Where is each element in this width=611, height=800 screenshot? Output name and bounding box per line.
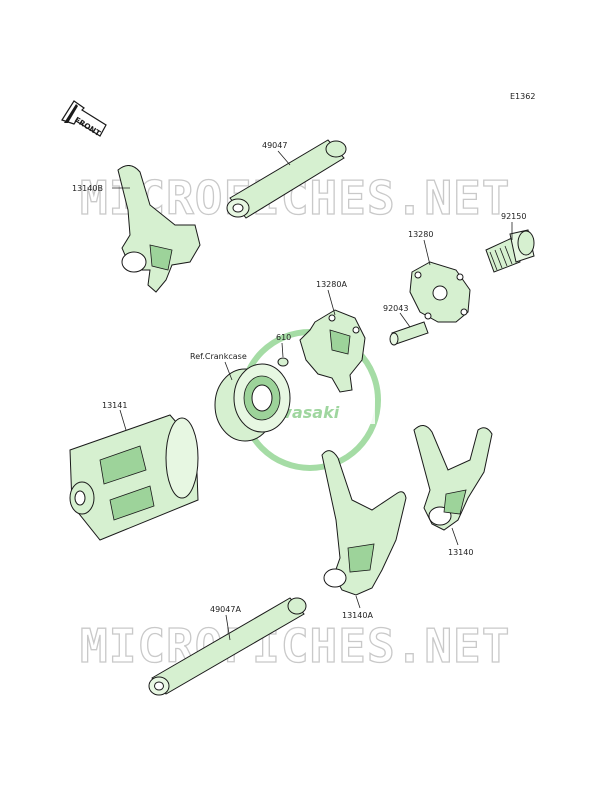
label-610: 610 [276, 333, 291, 342]
label-49047A: 49047A [210, 605, 241, 614]
label-13280A: 13280A [316, 280, 347, 289]
gear-13280A [299, 309, 366, 393]
shaft-49047 [226, 139, 347, 219]
label-13140B: 13140B [72, 184, 103, 193]
watermark-bottom: MICROFICHES.NET [80, 619, 510, 673]
plate-13280 [409, 261, 471, 323]
diagram-code: E1362 [510, 92, 535, 101]
pin-92043 [389, 321, 429, 346]
label-13140: 13140 [448, 548, 473, 557]
label-92150: 92150 [501, 212, 526, 221]
shift-fork-13140A [321, 450, 407, 596]
shift-fork-13140B [117, 165, 201, 293]
front-arrow-icon: FRONT [61, 100, 107, 138]
label-92043: 92043 [383, 304, 408, 313]
shaft-49047A [148, 597, 307, 696]
pin-610 [277, 357, 289, 367]
label-ref-crankcase: Ref.Crankcase [190, 352, 247, 361]
label-13140A: 13140A [342, 611, 373, 620]
label-49047: 49047 [262, 141, 287, 150]
label-13141: 13141 [102, 401, 127, 410]
bearing-ref-crankcase [214, 363, 291, 442]
label-13280: 13280 [408, 230, 433, 239]
shift-drum-13141 [69, 414, 199, 541]
bolt-92150 [485, 229, 535, 273]
shift-fork-13140 [413, 425, 493, 531]
